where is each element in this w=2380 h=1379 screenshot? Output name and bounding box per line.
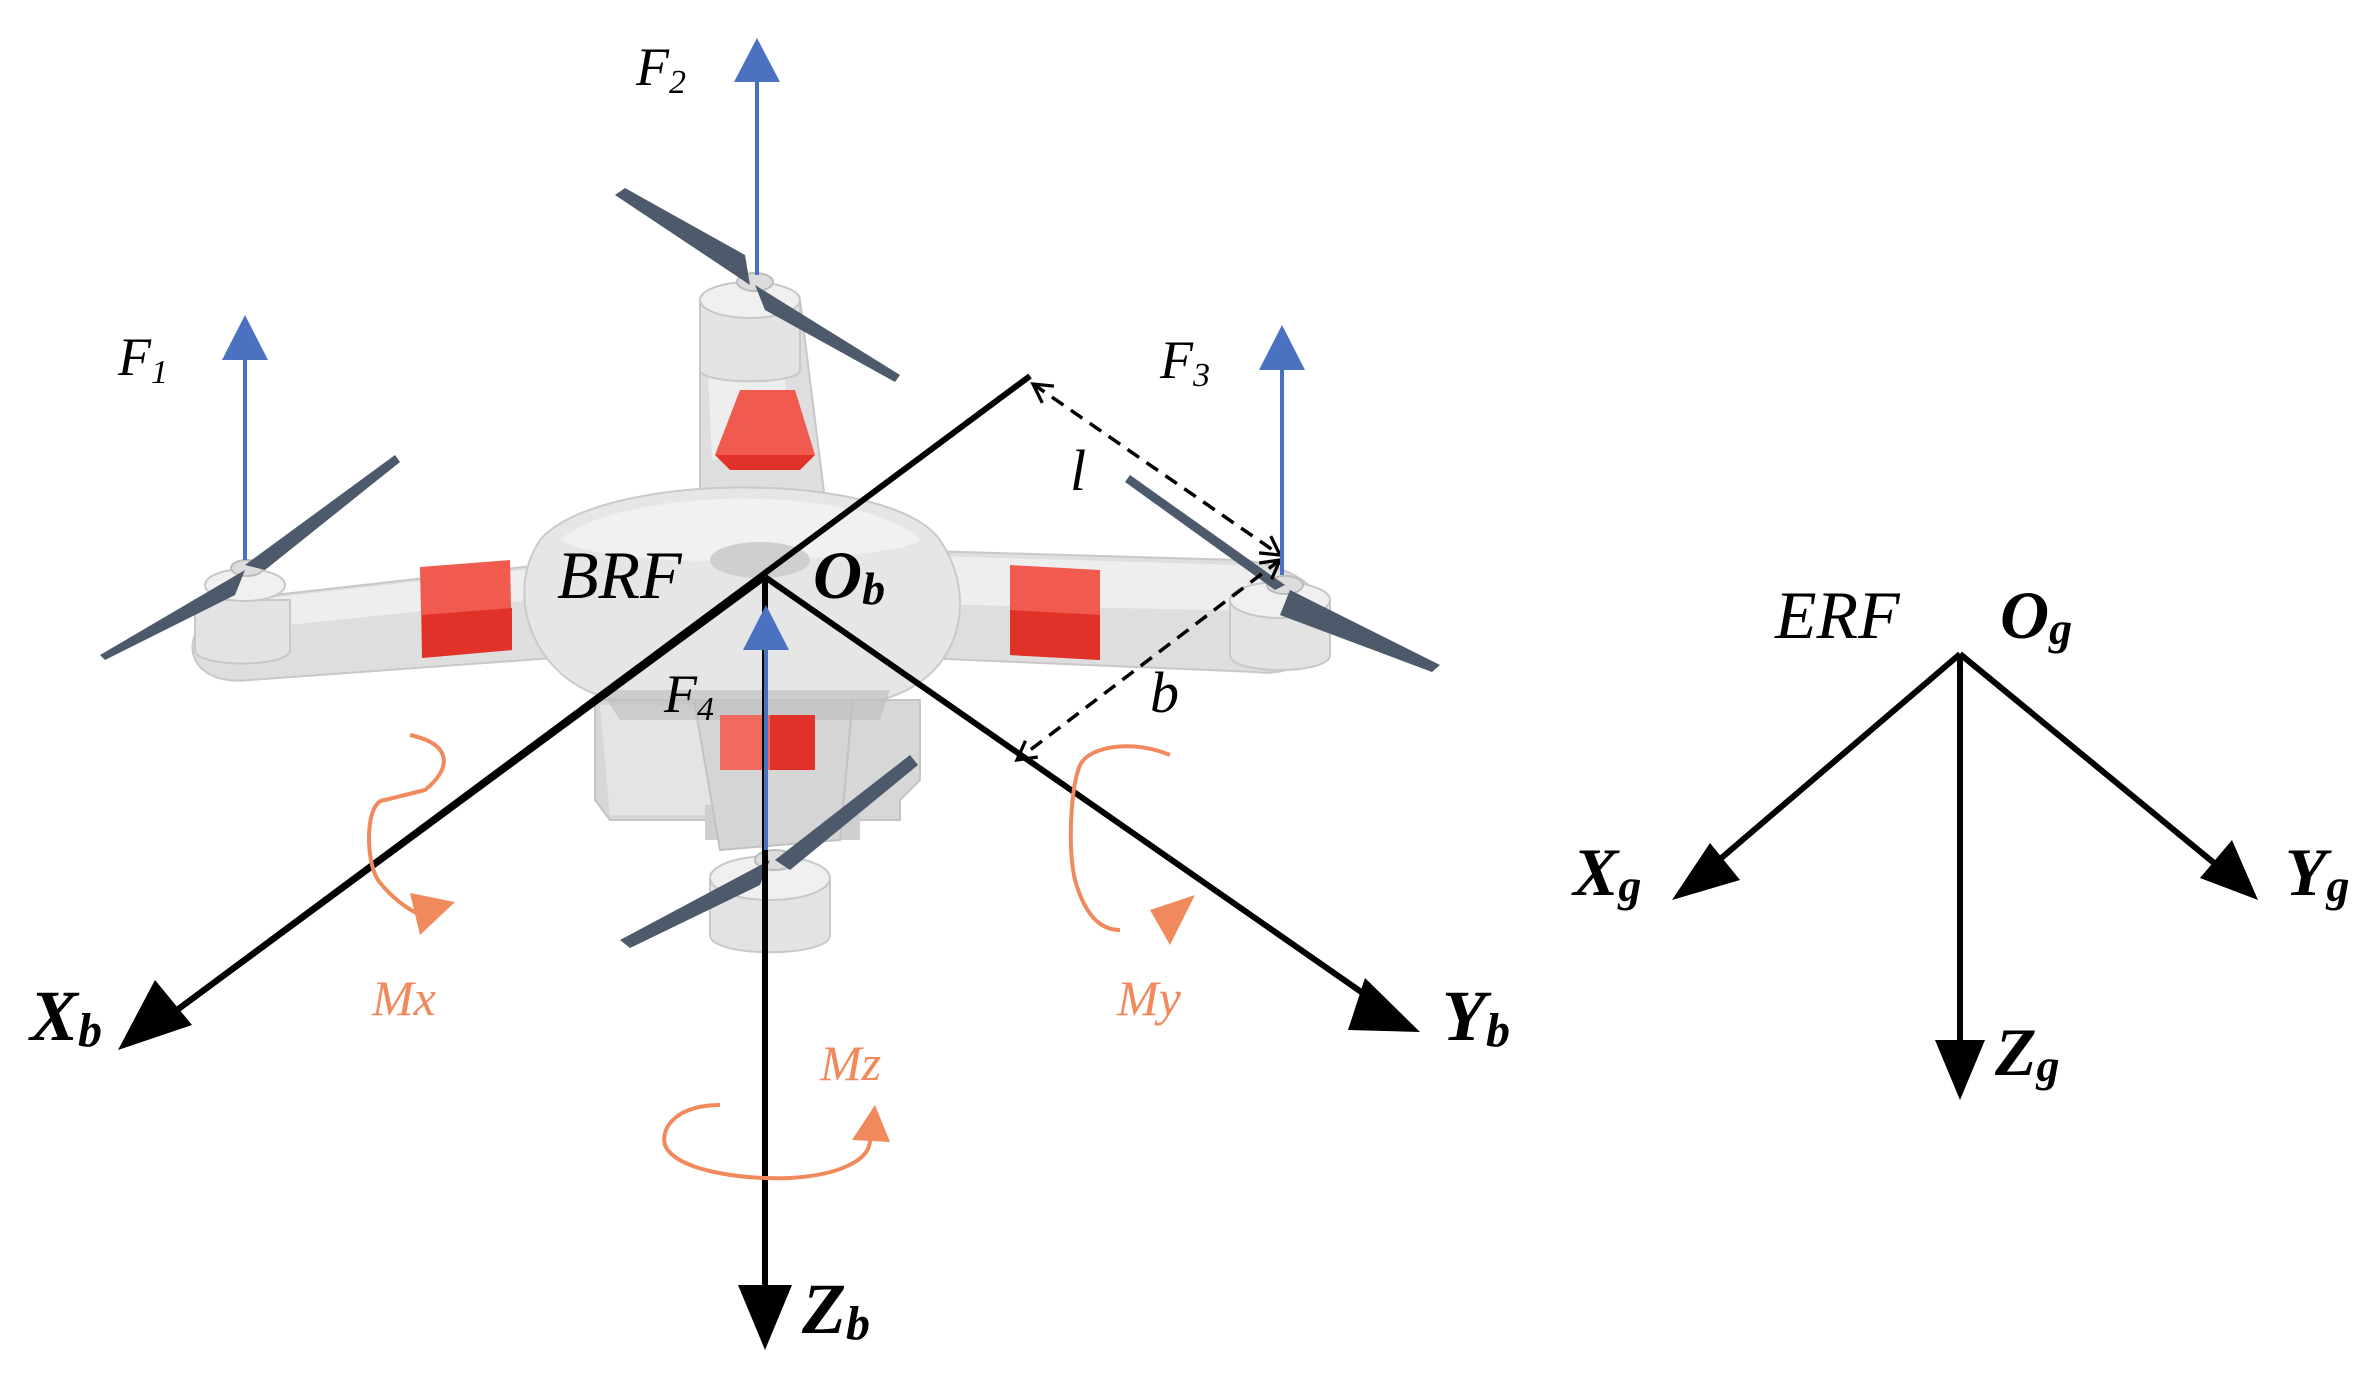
f4-arrowhead: [743, 605, 789, 650]
zg-label: Zg: [1994, 1014, 2060, 1091]
my-label: My: [1116, 970, 1182, 1026]
xb-arrowhead: [118, 980, 192, 1050]
xg-label: Xg: [1571, 834, 1641, 911]
f2-arrowhead: [734, 38, 780, 82]
zg-arrowhead: [1935, 1040, 1985, 1100]
yg-label: Yg: [2285, 834, 2350, 911]
zb-arrowhead: [738, 1285, 792, 1350]
moment-arrows: [366, 733, 1195, 1181]
og-label: Og: [2000, 577, 2072, 654]
arm-length-label: l: [1070, 438, 1086, 503]
offset-label: b: [1150, 660, 1179, 725]
mz-arrow-curve: [662, 1103, 872, 1181]
brf-label: BRF: [557, 537, 683, 613]
earth-reference-frame: [1672, 651, 2258, 1100]
mx-label: Mx: [371, 970, 436, 1026]
thrust-forces: [222, 38, 1305, 850]
f3-label: F3: [1159, 330, 1210, 394]
erf-label: ERF: [1774, 577, 1901, 653]
zb-label: Zb: [801, 1269, 870, 1350]
f1-label: F1: [117, 327, 168, 391]
mz-arrowhead: [852, 1105, 890, 1142]
labels: F1 F2 F3 F4 Mx My Mz BRF Ob Xb Yb: [28, 37, 2350, 1350]
yb-label: Yb: [1442, 976, 1510, 1057]
xb-label: Xb: [28, 976, 102, 1057]
f1-arrowhead: [222, 315, 268, 360]
mx-arrow-curve: [366, 733, 446, 920]
xg-axis-line: [1703, 651, 1962, 875]
brf-arm-line: [148, 373, 1032, 1033]
ob-label: Ob: [813, 537, 885, 614]
f3-arrowhead: [1259, 325, 1305, 370]
dimension-lines: [1014, 382, 1283, 763]
my-arrowhead: [1150, 895, 1195, 945]
yg-arrowhead: [2200, 840, 2258, 900]
mx-arrowhead: [410, 893, 455, 935]
offset-dimension: [1014, 557, 1283, 763]
propellers: [100, 188, 1440, 948]
my-arrow-curve: [1068, 744, 1171, 932]
xg-arrowhead: [1672, 843, 1740, 900]
yg-axis-line: [1958, 651, 2227, 875]
yb-arrowhead: [1348, 978, 1420, 1032]
mz-label: Mz: [819, 1035, 881, 1091]
arm-length-dimension: [1030, 382, 1283, 557]
f4-label: F4: [663, 664, 714, 728]
f2-label: F2: [635, 37, 686, 101]
